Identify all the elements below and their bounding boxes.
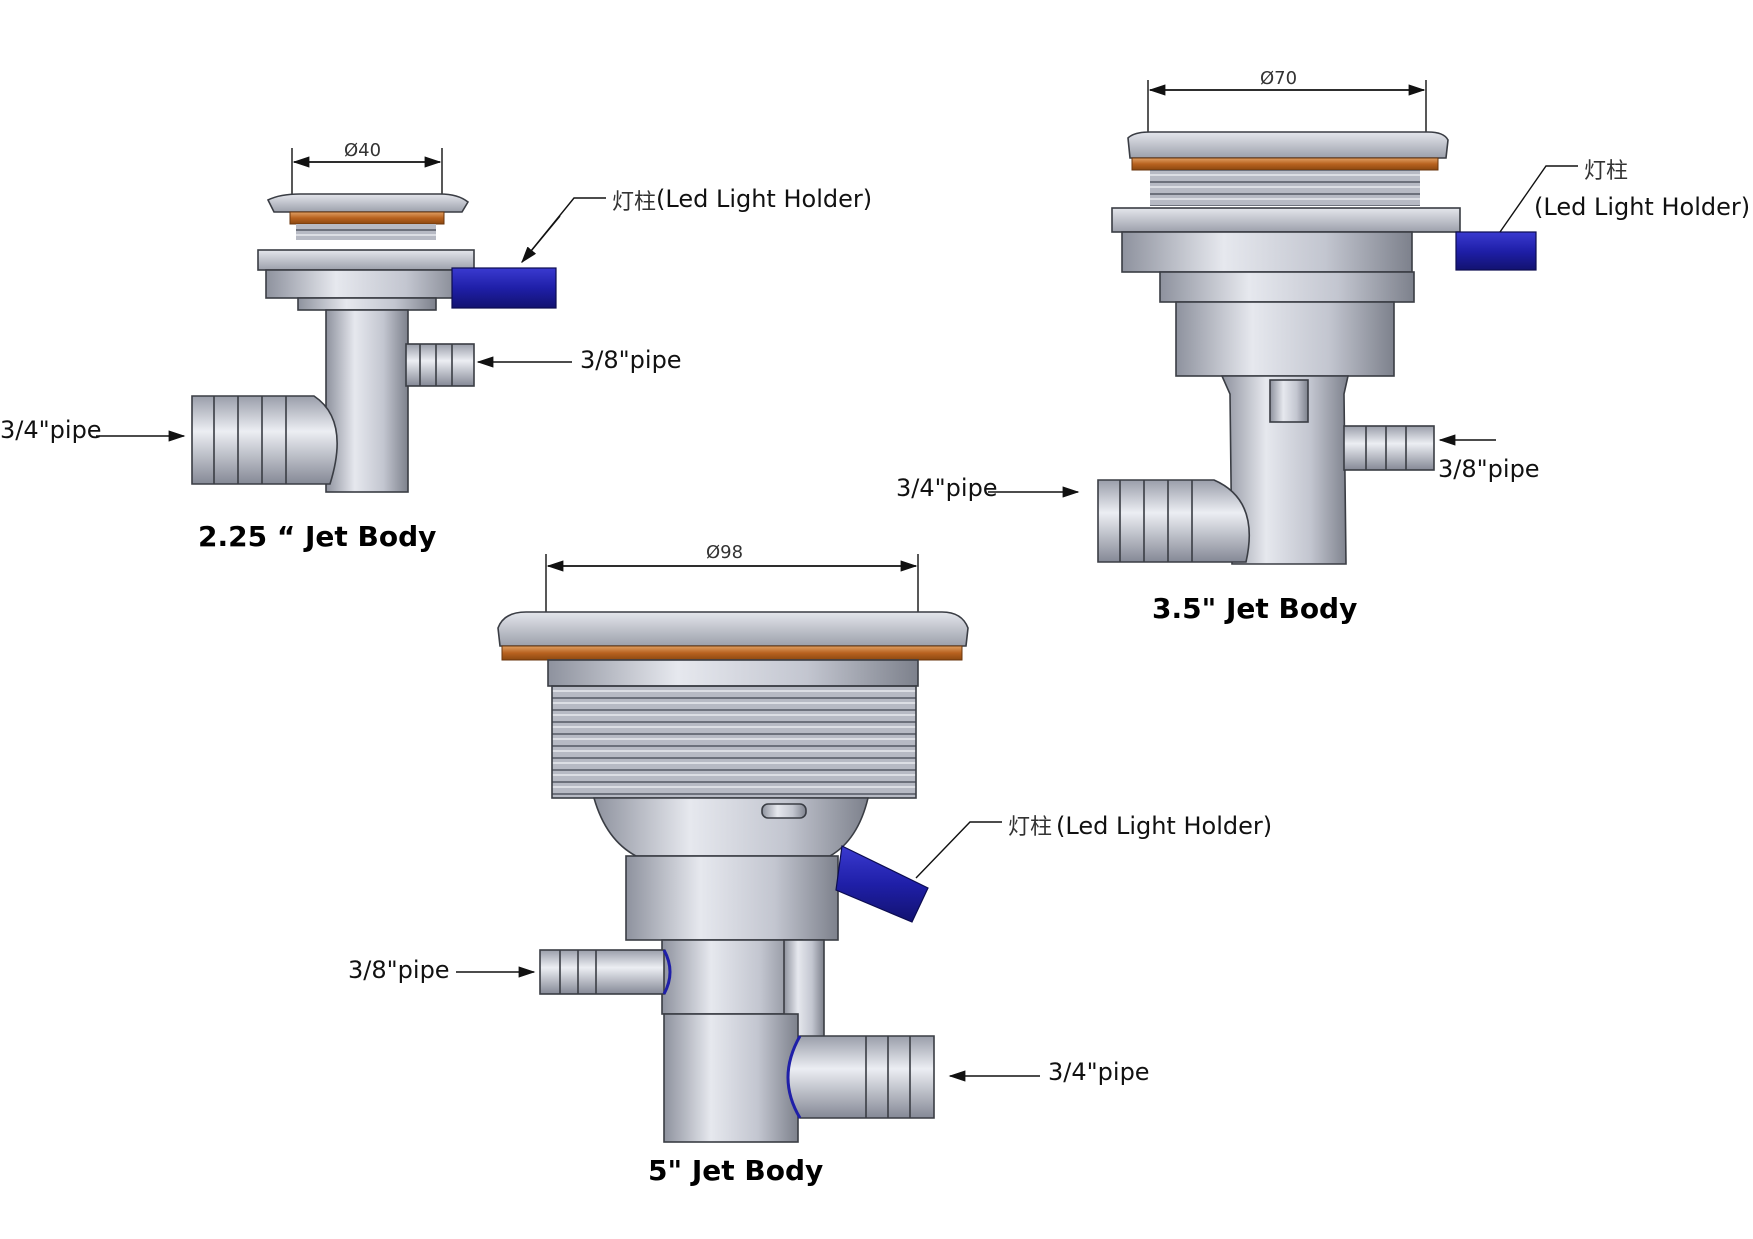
- body: [625, 855, 839, 941]
- thread: [551, 685, 917, 799]
- pipe-large-label: 3/4"pipe: [896, 474, 998, 502]
- led-cn-label: 灯柱: [1584, 159, 1628, 184]
- led-holder: [451, 267, 557, 309]
- thread: [296, 224, 436, 240]
- pipe-3-8: [1343, 425, 1435, 471]
- gasket: [1131, 157, 1439, 171]
- pipe-large-label: 3/4"pipe: [1048, 1058, 1150, 1086]
- jet-2-25: Ø40 灯柱 (Led Light Hold: [0, 140, 872, 553]
- pipe-3-4: [191, 395, 338, 485]
- title: 3.5" Jet Body: [1152, 592, 1357, 625]
- led-holder: [1455, 231, 1537, 271]
- led-label: (Led Light Holder): [656, 185, 872, 213]
- pipe-3-8: [405, 343, 475, 387]
- led-leader: [1499, 165, 1578, 233]
- gasket: [289, 211, 445, 225]
- pipe-large-label: 3/4"pipe: [0, 416, 102, 444]
- body: [325, 309, 409, 493]
- pipe-small-label: 3/8"pipe: [580, 346, 682, 374]
- led-label: (Led Light Holder): [1534, 193, 1750, 221]
- bowl: [1175, 301, 1395, 377]
- diameter-label: Ø98: [706, 542, 743, 563]
- gasket: [501, 645, 963, 661]
- title: 2.25 “ Jet Body: [198, 520, 436, 553]
- led-holder: [835, 845, 929, 923]
- title: 5" Jet Body: [648, 1154, 823, 1187]
- pipe-3-4: [1097, 479, 1250, 563]
- dimension-line: [545, 554, 919, 614]
- dimension-line: [291, 148, 443, 200]
- nut: [257, 249, 475, 271]
- led-label: (Led Light Holder): [1056, 812, 1272, 840]
- pipe-3-4: [786, 1035, 935, 1119]
- diameter-label: Ø70: [1260, 68, 1297, 89]
- cap: [1127, 131, 1449, 159]
- led-leader: [521, 197, 606, 263]
- nut: [1111, 207, 1461, 233]
- led-cn-label: 灯柱: [612, 190, 656, 215]
- cap: [497, 611, 969, 647]
- dimension-line: [1147, 80, 1427, 132]
- bowl: [592, 797, 870, 857]
- led-cn-label: 灯柱: [1008, 815, 1052, 840]
- pipe-3-8: [539, 949, 672, 995]
- cap: [266, 193, 470, 213]
- jet-5: Ø98 灯柱 (Led Lig: [348, 542, 1272, 1187]
- body: [1220, 375, 1349, 565]
- pipe-small-label: 3/8"pipe: [348, 956, 450, 984]
- jet-3-5: Ø70 灯柱 (Led Light Holder): [896, 68, 1750, 625]
- diameter-label: Ø40: [344, 140, 381, 161]
- pipe-small-label: 3/8"pipe: [1438, 455, 1540, 483]
- led-leader: [915, 821, 1002, 879]
- thread: [1150, 170, 1420, 206]
